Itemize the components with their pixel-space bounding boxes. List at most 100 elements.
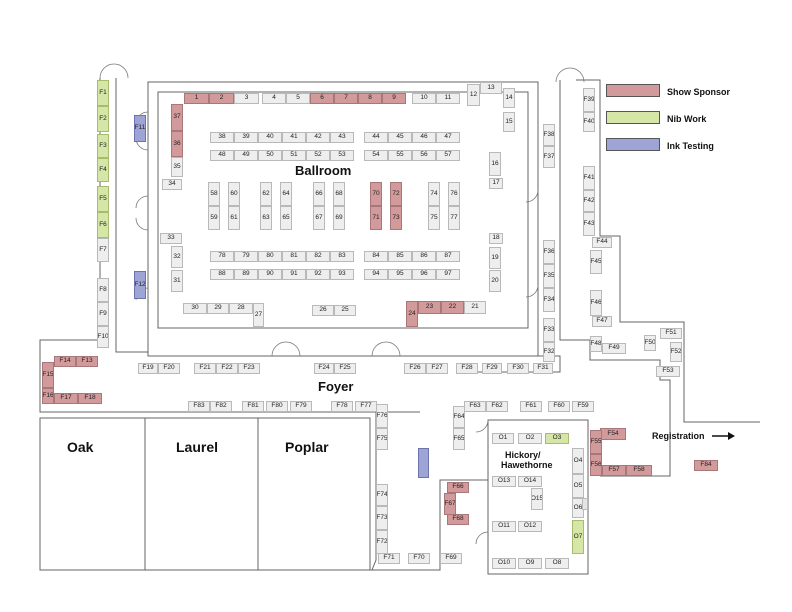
booth-F80[interactable]: F80 (266, 401, 288, 412)
booth-42[interactable]: 42 (306, 132, 330, 143)
booth-O11[interactable]: O11 (492, 521, 516, 532)
booth-66[interactable]: 66 (313, 182, 325, 206)
booth-F54[interactable]: F54 (600, 428, 626, 440)
booth-F55[interactable]: F55 (590, 430, 602, 454)
booth-O12[interactable]: O12 (518, 521, 542, 532)
booth-F25[interactable]: F25 (334, 363, 356, 374)
booth-F64[interactable]: F64 (453, 406, 465, 428)
booth-26[interactable]: 26 (312, 305, 334, 316)
booth-2[interactable]: 2 (209, 93, 234, 104)
booth-13[interactable]: 13 (480, 82, 502, 94)
booth-F72[interactable]: F72 (376, 530, 388, 554)
booth-F69[interactable]: F69 (440, 553, 462, 564)
booth-22[interactable]: 22 (441, 301, 464, 314)
booth-68[interactable]: 68 (333, 182, 345, 206)
booth-76[interactable]: 76 (448, 182, 460, 206)
booth-F84[interactable]: F84 (694, 460, 718, 471)
booth-O3[interactable]: O3 (545, 433, 569, 444)
booth-39[interactable]: 39 (234, 132, 258, 143)
booth-33[interactable]: 33 (160, 233, 182, 244)
booth-O1[interactable]: O1 (492, 433, 514, 444)
booth-52[interactable]: 52 (306, 150, 330, 161)
booth-F67[interactable]: F67 (444, 493, 456, 515)
booth-F57[interactable]: F57 (602, 465, 626, 476)
booth-O7[interactable]: O7 (572, 520, 584, 554)
booth-F45[interactable]: F45 (590, 250, 602, 274)
booth-93[interactable]: 93 (330, 269, 354, 280)
booth-F76[interactable]: F76 (376, 404, 388, 428)
booth-53[interactable]: 53 (330, 150, 354, 161)
booth-9[interactable]: 9 (382, 93, 406, 104)
booth-F30[interactable]: F30 (507, 363, 529, 374)
booth-F77[interactable]: F77 (355, 401, 377, 412)
booth-F40[interactable]: F40 (583, 112, 595, 132)
booth-F8[interactable]: F8 (97, 278, 109, 302)
booth-77[interactable]: 77 (448, 206, 460, 230)
booth-47[interactable]: 47 (436, 132, 460, 143)
booth-70[interactable]: 70 (370, 182, 382, 206)
booth-90[interactable]: 90 (258, 269, 282, 280)
booth-O2[interactable]: O2 (518, 433, 542, 444)
booth-F31[interactable]: F31 (533, 363, 553, 374)
booth-O10[interactable]: O10 (492, 558, 516, 569)
booth-20[interactable]: 20 (489, 270, 501, 292)
booth-F73[interactable]: F73 (376, 506, 388, 530)
booth-72[interactable]: 72 (390, 182, 402, 206)
booth-97[interactable]: 97 (436, 269, 460, 280)
booth-96[interactable]: 96 (412, 269, 436, 280)
booth-F79[interactable]: F79 (290, 401, 312, 412)
booth-92[interactable]: 92 (306, 269, 330, 280)
booth-14[interactable]: 14 (503, 88, 515, 108)
booth-F59[interactable]: F59 (572, 401, 594, 412)
booth-10[interactable]: 10 (412, 93, 436, 104)
booth-F56[interactable]: F56 (590, 454, 602, 476)
booth-16[interactable]: 16 (489, 152, 501, 176)
booth-F27[interactable]: F27 (426, 363, 448, 374)
booth-F6[interactable]: F6 (97, 212, 109, 238)
booth-F62[interactable]: F62 (486, 401, 508, 412)
booth-58[interactable]: 58 (208, 182, 220, 206)
booth-F13[interactable]: F13 (76, 356, 98, 367)
booth-88[interactable]: 88 (210, 269, 234, 280)
booth-71[interactable]: 71 (370, 206, 382, 230)
booth-21[interactable]: 21 (464, 301, 486, 314)
booth-F46[interactable]: F46 (590, 290, 602, 316)
booth-54[interactable]: 54 (364, 150, 388, 161)
booth-F33[interactable]: F33 (543, 318, 555, 342)
booth-F24[interactable]: F24 (314, 363, 334, 374)
booth-F53[interactable]: F53 (656, 366, 680, 377)
booth-F22[interactable]: F22 (216, 363, 238, 374)
booth-F48[interactable]: F48 (590, 336, 602, 352)
booth-91[interactable]: 91 (282, 269, 306, 280)
booth-O14[interactable]: O14 (518, 476, 542, 487)
booth-F10[interactable]: F10 (97, 326, 109, 348)
booth-51[interactable]: 51 (282, 150, 306, 161)
booth-44[interactable]: 44 (364, 132, 388, 143)
booth-O4[interactable]: O4 (572, 448, 584, 474)
booth-F34[interactable]: F34 (543, 288, 555, 312)
booth-45[interactable]: 45 (388, 132, 412, 143)
booth-F16[interactable]: F16 (42, 388, 54, 404)
booth-F51[interactable]: F51 (660, 328, 682, 339)
booth-94[interactable]: 94 (364, 269, 388, 280)
booth-83[interactable]: 83 (330, 251, 354, 262)
booth-F41[interactable]: F41 (583, 166, 595, 190)
booth-F63[interactable]: F63 (464, 401, 486, 412)
booth-46[interactable]: 46 (412, 132, 436, 143)
booth-41[interactable]: 41 (282, 132, 306, 143)
booth-59[interactable]: 59 (208, 206, 220, 230)
booth-8[interactable]: 8 (358, 93, 382, 104)
booth-49[interactable]: 49 (234, 150, 258, 161)
ink-testing-table[interactable] (418, 448, 429, 478)
booth-65[interactable]: 65 (280, 206, 292, 230)
booth-F15[interactable]: F15 (42, 362, 54, 388)
booth-1[interactable]: 1 (184, 93, 209, 104)
booth-O13[interactable]: O13 (492, 476, 516, 487)
booth-F18[interactable]: F18 (78, 393, 102, 404)
booth-37[interactable]: 37 (171, 104, 183, 131)
booth-38[interactable]: 38 (210, 132, 234, 143)
booth-F39[interactable]: F39 (583, 88, 595, 112)
booth-75[interactable]: 75 (428, 206, 440, 230)
booth-63[interactable]: 63 (260, 206, 272, 230)
booth-17[interactable]: 17 (489, 178, 503, 189)
